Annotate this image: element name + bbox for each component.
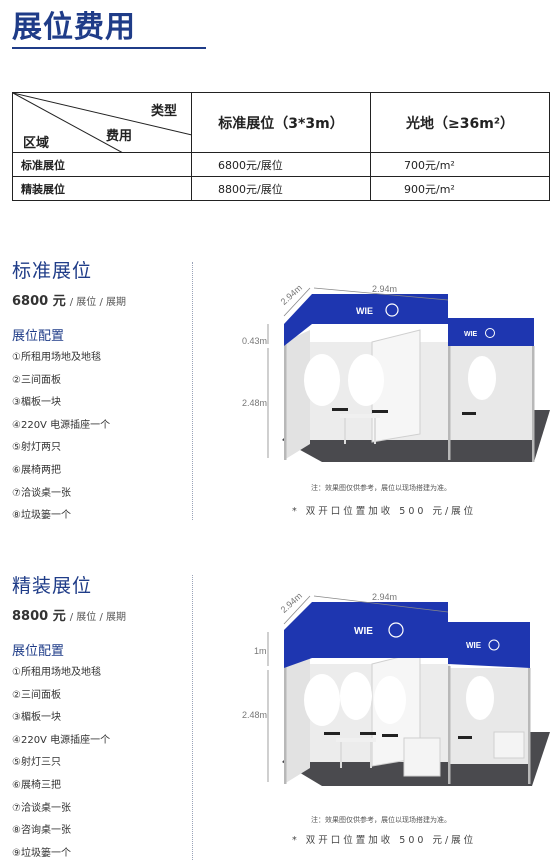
fascia-logo-text-2: WIE xyxy=(464,331,478,338)
deluxe-price-unit: / 展位 / 展期 xyxy=(69,612,126,623)
list-item: ⑥展椅两把 xyxy=(12,464,61,476)
col-header-standard: 标准展位（3*3m） xyxy=(191,92,371,153)
fascia-logo-icon xyxy=(385,303,399,317)
dim-wall-height-label: 2.48m xyxy=(242,710,267,720)
row-raw-price: 900元/m² xyxy=(370,176,550,201)
standard-price-unit: / 展位 / 展期 xyxy=(69,297,126,308)
diag-label-area: 区域 xyxy=(23,136,50,151)
deluxe-section-title: 精装展位 xyxy=(12,575,93,597)
standard-price-value: 6800 元 xyxy=(12,294,66,309)
standard-config-title: 展位配置 xyxy=(12,329,65,344)
deluxe-booth-note: 注：效果图仅供参考，展位以现场搭建为准。 xyxy=(311,816,451,824)
standard-booth-illustration: WIE WIE 2.94m 2.94m 0.43m 2.48m xyxy=(242,283,550,462)
table-row: 精装展位 8800元/展位 900元/m² xyxy=(12,176,550,201)
fascia-logo-icon-2 xyxy=(485,328,495,338)
standard-booth-note: 注：效果图仅供参考，展位以现场搭建为准。 xyxy=(311,484,451,492)
list-item: ①所租用场地及地毯 xyxy=(12,352,101,363)
list-item: ⑤射灯两只 xyxy=(12,442,61,454)
table-header-row: 类型 费用 区域 标准展位（3*3m） 光地（≥36m²） xyxy=(12,92,550,153)
diagonal-lines xyxy=(13,93,192,153)
list-item: ②三间面板 xyxy=(12,374,61,386)
list-item: ②三间面板 xyxy=(12,689,61,701)
diagonal-header-cell: 类型 费用 区域 xyxy=(12,92,192,153)
row-raw-price: 700元/m² xyxy=(370,152,550,177)
deluxe-config-title: 展位配置 xyxy=(12,644,65,659)
diag-label-type: 类型 xyxy=(151,104,178,119)
list-item: ⑥展椅三把 xyxy=(12,779,61,791)
list-item: ⑧垃圾篓一个 xyxy=(12,510,71,522)
deluxe-price-value: 8800 元 xyxy=(12,609,66,624)
dim-fascia-height-label: 1m xyxy=(254,646,267,656)
fascia-logo-text: WIE xyxy=(356,306,373,316)
deluxe-price: 8800 元/ 展位 / 展期 xyxy=(12,605,126,624)
list-item: ⑦洽谈桌一张 xyxy=(12,487,71,499)
deluxe-booth-extra-fee: * 双开口位置加收 500 元/展位 xyxy=(292,835,477,846)
dim-fascia-height-label: 0.43m xyxy=(242,336,267,346)
standard-section-title: 标准展位 xyxy=(12,260,93,282)
row-name: 标准展位 xyxy=(12,152,192,177)
price-table: 类型 费用 区域 标准展位（3*3m） 光地（≥36m²） 标准展位 6800元… xyxy=(12,92,550,201)
diag-label-fee: 费用 xyxy=(106,129,133,144)
fascia-logo-icon xyxy=(388,622,404,638)
page-title: 展位费用 xyxy=(12,10,136,45)
dim-width-label: 2.94m xyxy=(372,592,397,602)
table-row: 标准展位 6800元/展位 700元/m² xyxy=(12,152,550,177)
row-standard-price: 6800元/展位 xyxy=(191,152,371,177)
dim-wall-height-label: 2.48m xyxy=(242,398,267,408)
list-item: ④220V 电源插座一个 xyxy=(12,734,111,746)
list-item: ⑦洽谈桌一张 xyxy=(12,802,71,814)
title-underline xyxy=(12,47,206,49)
list-item: ③楣板一块 xyxy=(12,712,61,724)
list-item: ③楣板一块 xyxy=(12,397,61,409)
list-item: ⑨垃圾篓一个 xyxy=(12,847,71,859)
fascia-logo-text-2: WIE xyxy=(466,641,482,650)
row-name: 精装展位 xyxy=(12,176,192,201)
deluxe-booth-illustration: WIE WIE 2.94m 2.94m 1m 2.48m xyxy=(242,591,550,786)
dim-width-label: 2.94m xyxy=(372,284,397,294)
list-item: ④220V 电源插座一个 xyxy=(12,419,111,431)
standard-booth-extra-fee: * 双开口位置加收 500 元/展位 xyxy=(292,506,477,517)
list-item: ⑧咨询桌一张 xyxy=(12,825,71,837)
list-item: ⑤射灯三只 xyxy=(12,757,61,769)
list-item: ①所租用场地及地毯 xyxy=(12,667,101,678)
dotted-divider xyxy=(192,575,193,860)
dotted-divider xyxy=(192,262,193,520)
fascia-logo-text: WIE xyxy=(354,626,373,637)
standard-price: 6800 元/ 展位 / 展期 xyxy=(12,290,126,309)
dim-depth-label: 2.94m xyxy=(279,283,304,307)
col-header-raw-space: 光地（≥36m²） xyxy=(370,92,550,153)
fascia-logo-icon-2 xyxy=(488,639,500,651)
row-standard-price: 8800元/展位 xyxy=(191,176,371,201)
dim-depth-label: 2.94m xyxy=(279,591,304,615)
deluxe-config-list: ①所租用场地及地毯 ②三间面板 ③楣板一块 ④220V 电源插座一个 ⑤射灯三只… xyxy=(12,662,110,865)
standard-config-list: ①所租用场地及地毯 ②三间面板 ③楣板一块 ④220V 电源插座一个 ⑤射灯两只… xyxy=(12,347,110,528)
